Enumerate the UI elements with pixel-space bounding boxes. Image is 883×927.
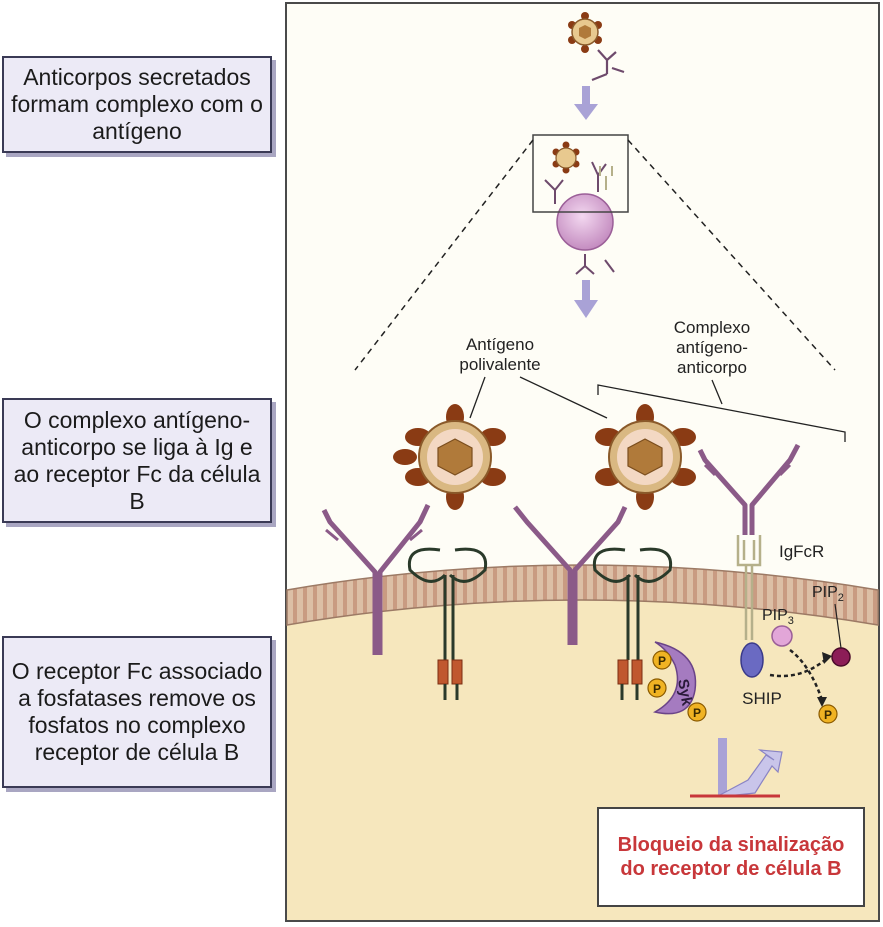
step-1-box: Anticorpos secretados formam complexo co… xyxy=(2,56,272,153)
dotted-arrows xyxy=(769,649,826,701)
blocked-signal-icon xyxy=(690,738,783,798)
label-pip3: PIP3 xyxy=(762,607,794,627)
label-pip2: PIP2 xyxy=(812,584,844,604)
step-2-box: O complexo antígeno-anticorpo se liga à … xyxy=(2,398,272,523)
ship-phosphatase xyxy=(740,642,764,678)
pointer-pip2 xyxy=(834,603,842,649)
step-2-text: O complexo antígeno-anticorpo se liga à … xyxy=(13,406,261,514)
igfcr-receptor xyxy=(736,535,762,640)
phosphate-syk-3: P xyxy=(687,702,707,722)
ig-alpha-beta-left xyxy=(407,547,488,700)
label-complex-line3: anticorpo xyxy=(677,358,747,377)
pointer-antigen-right xyxy=(519,376,608,419)
antibody-small-top xyxy=(591,49,625,82)
step-1-text: Anticorpos secretados formam complexo co… xyxy=(11,64,263,144)
zoom-line-left xyxy=(354,139,534,371)
label-complex-line2: antígeno- xyxy=(676,338,748,357)
down-arrow-2 xyxy=(574,280,598,318)
label-antigen-line1: Antígeno xyxy=(466,335,534,354)
antigen-large-left xyxy=(393,404,506,510)
label-complex-line1: Complexo xyxy=(674,318,751,337)
phosphate-syk-1: P xyxy=(652,650,672,670)
mini-b-cell xyxy=(532,134,629,275)
label-igfcr: IgFcR xyxy=(779,542,824,561)
phosphate-syk-2: P xyxy=(647,678,667,698)
label-ship: SHIP xyxy=(742,689,782,708)
result-box: Bloqueio da sinalização do receptor de c… xyxy=(597,807,865,907)
step-3-box: O receptor Fc associado a fosfatases rem… xyxy=(2,636,272,788)
step-3-text: O receptor Fc associado a fosfatases rem… xyxy=(11,658,263,765)
result-text: Bloqueio da sinalização do receptor de c… xyxy=(617,834,845,880)
svg-text:P: P xyxy=(693,706,701,720)
syk-kinase: Syk xyxy=(652,641,697,715)
label-antigen-line2: polivalente xyxy=(459,355,540,374)
zoom-line-right xyxy=(627,139,836,371)
pip3-molecule xyxy=(771,625,793,647)
svg-text:P: P xyxy=(653,682,661,696)
phosphate-released: P xyxy=(818,704,838,724)
bcr-antibody-left xyxy=(321,503,431,655)
arrowhead-to-pip2 xyxy=(822,652,832,664)
arrowhead-to-phosphate xyxy=(817,697,827,707)
pointer-complex xyxy=(711,379,723,405)
pointer-antigen-left xyxy=(469,376,486,419)
ig-alpha-beta-right xyxy=(592,547,673,700)
bcr-antibody-middle xyxy=(513,505,628,645)
svg-text:P: P xyxy=(824,708,832,722)
antigen-large-right xyxy=(595,404,696,510)
label-syk: Syk xyxy=(674,678,695,708)
antigen-small-top xyxy=(568,12,602,53)
down-arrow-1 xyxy=(574,86,598,120)
complex-bracket xyxy=(597,384,846,442)
pip2-molecule xyxy=(831,647,851,667)
complex-antibody xyxy=(697,443,801,535)
svg-text:P: P xyxy=(658,654,666,668)
